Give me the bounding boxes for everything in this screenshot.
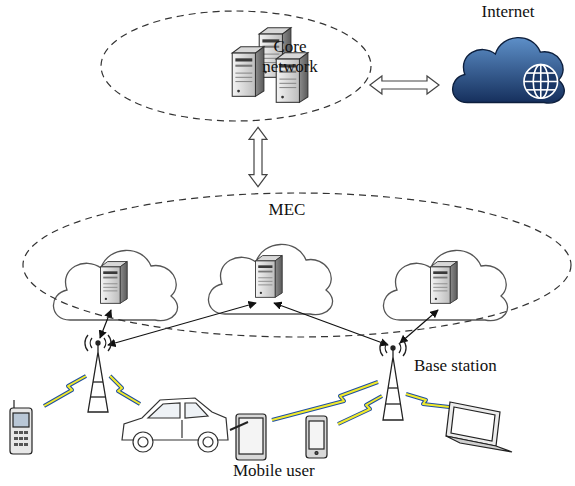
internet-cloud: Internet — [445, 2, 571, 110]
edge-cloud — [53, 250, 177, 320]
double-arrow — [370, 76, 439, 94]
server-icon — [431, 262, 458, 304]
node-text: Core network — [250, 37, 330, 77]
base-station-tower — [85, 335, 111, 412]
server-icon — [232, 47, 264, 97]
server-icon — [101, 262, 128, 304]
tablet — [230, 414, 266, 460]
mobile-phone — [10, 400, 32, 454]
mec-ellipse: MEC — [22, 192, 572, 338]
server-icon — [256, 256, 283, 298]
base-station-tower — [380, 340, 406, 420]
mobile-user-label: Mobile user — [233, 461, 315, 481]
double-arrow — [249, 127, 267, 186]
edge-cloud — [208, 244, 332, 314]
laptop — [446, 402, 512, 452]
base-station-label: Base station — [414, 356, 497, 376]
ellipse-outline — [100, 10, 372, 122]
backhaul-links — [100, 303, 438, 345]
core-network-ellipse: Core network — [100, 10, 372, 122]
node-text: Internet — [445, 2, 571, 22]
car — [122, 398, 228, 452]
edge-cloud — [383, 250, 507, 320]
smart-phone — [306, 416, 327, 458]
node-text: MEC — [257, 200, 317, 220]
